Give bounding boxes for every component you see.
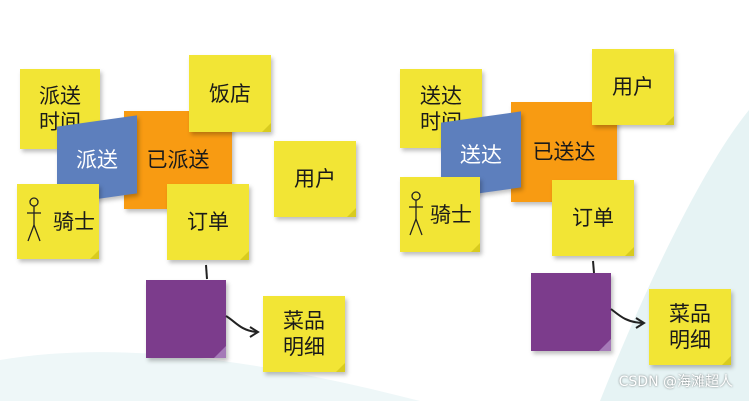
watermark: CSDN @海滩超人 <box>618 374 733 390</box>
right-event-label: 已送达 <box>532 140 596 164</box>
right-order-note: 订单 <box>552 180 634 256</box>
left-user-note: 用户 <box>274 141 356 217</box>
left-dish-detail-label: 菜品 明细 <box>283 309 325 359</box>
right-action-label: 送达 <box>460 143 502 167</box>
left-event-label: 已派送 <box>146 148 210 172</box>
right-order-label: 订单 <box>572 206 614 230</box>
right-dish-detail-note: 菜品 明细 <box>649 289 731 365</box>
right-user-note: 用户 <box>592 49 674 125</box>
left-action-label: 派送 <box>76 148 118 172</box>
right-rider-actor-icon <box>409 191 423 236</box>
right-rider-label: 骑士 <box>430 202 472 227</box>
left-dish-detail-note: 菜品 明细 <box>263 296 345 372</box>
right-dish-detail-label: 菜品 明细 <box>669 302 711 352</box>
right-user-label: 用户 <box>612 75 654 99</box>
left-aggregate-note <box>146 280 226 358</box>
left-rider-label: 骑士 <box>53 209 95 234</box>
left-restaurant-label: 饭店 <box>209 81 251 106</box>
right-aggregate-note <box>531 273 611 351</box>
left-rider-note: 骑士 <box>17 184 99 259</box>
left-order-label: 订单 <box>187 210 229 234</box>
right-rider-note: 骑士 <box>400 177 480 252</box>
left-rider-actor-icon <box>27 197 41 242</box>
left-order-note: 订单 <box>167 184 249 260</box>
left-restaurant-note: 饭店 <box>189 55 271 132</box>
left-user-label: 用户 <box>294 167 336 191</box>
